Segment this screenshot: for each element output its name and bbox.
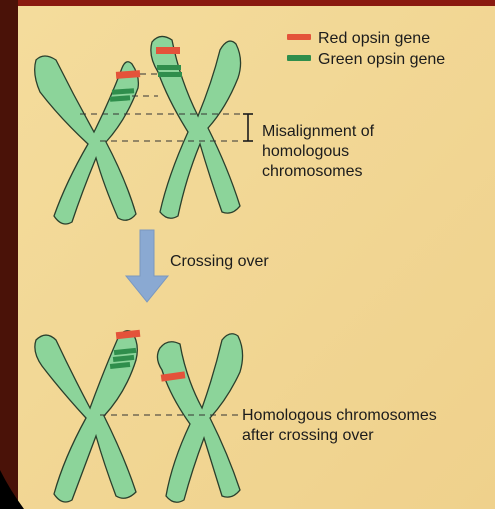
legend-red-swatch: [287, 34, 311, 40]
green-gene-band: [158, 72, 182, 77]
legend-green-swatch: [287, 55, 311, 61]
top-red-strip: [18, 0, 495, 6]
green-gene-band: [157, 65, 181, 70]
crossing-over-label: Crossing over: [170, 253, 269, 270]
legend-red-label: Red opsin gene: [318, 30, 430, 47]
legend-green-label: Green opsin gene: [318, 51, 445, 68]
red-gene-band: [156, 47, 180, 54]
